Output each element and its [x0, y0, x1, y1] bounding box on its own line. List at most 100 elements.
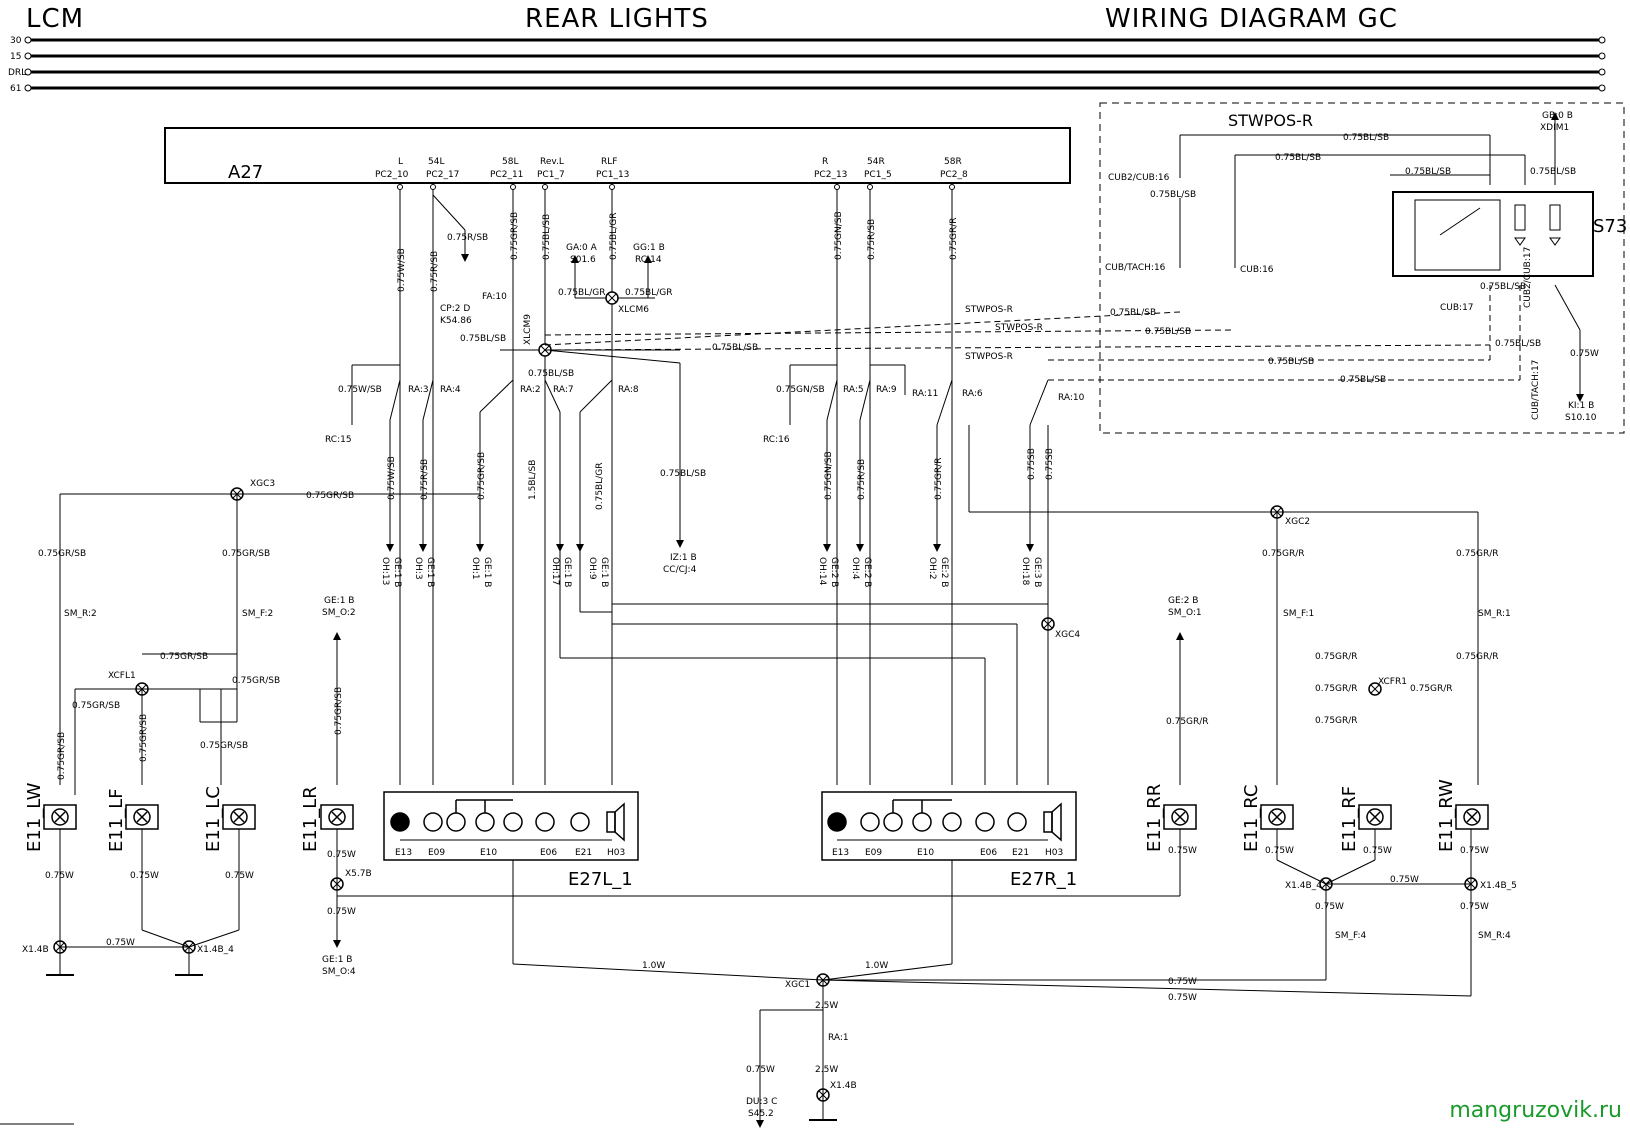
- ref-label: OH:17: [550, 557, 560, 585]
- pin-func: 54R: [867, 157, 885, 167]
- splice-xcfr1: [1368, 682, 1382, 696]
- connector-label: XGC3: [250, 479, 275, 489]
- ground-label: 0.75W: [1460, 846, 1489, 856]
- wire-label: 0.75BL/SB: [542, 214, 552, 260]
- ref-label: GE:1 B: [324, 596, 354, 606]
- ref-label: RA:10: [1058, 393, 1085, 403]
- ref-label: SM_R:1: [1478, 609, 1511, 619]
- wire-label: 0.75GR/SB: [306, 491, 354, 501]
- ref-label: GE:1 B: [562, 557, 572, 587]
- wire-label: 0.75R/SB: [447, 233, 488, 243]
- wire-label: 0.75BL/GR: [625, 288, 673, 298]
- ref-label: GE:1 B: [599, 557, 609, 587]
- ref-label: SM_R:4: [1478, 931, 1511, 941]
- ref-label: GE:2 B: [939, 557, 949, 587]
- connector-label: XGC1: [785, 980, 810, 990]
- ground-label: 0.75W: [106, 938, 135, 948]
- wire-label: 0.75GN/SB: [776, 385, 825, 395]
- cluster-part: E09: [428, 848, 445, 858]
- splice-xlcm6: [605, 291, 619, 305]
- pin-func: 54L: [428, 157, 444, 167]
- ref-label: RA:5: [843, 385, 864, 395]
- ref-label: SM_F:1: [1283, 609, 1314, 619]
- wire-label: 0.75W/SB: [387, 456, 397, 500]
- lamp-label: E11_LR: [300, 786, 321, 852]
- header-center: REAR LIGHTS: [525, 4, 709, 34]
- left-lamp-wiring: [74, 640, 338, 795]
- ref-label: IZ:1 B: [670, 553, 697, 563]
- module-name: A27: [228, 162, 263, 183]
- ref-label: RA:1: [828, 1033, 849, 1043]
- wire-label: 0.75R/SB: [867, 219, 877, 260]
- ground-label: 0.75W: [1168, 977, 1197, 987]
- ground-label: 0.75W: [1168, 846, 1197, 856]
- cluster-part: E21: [575, 848, 592, 858]
- ref-label: RA:8: [618, 385, 639, 395]
- connector-label: X5.7B: [345, 869, 372, 879]
- wire-label: 0.75R/SB: [430, 251, 440, 292]
- ground-label: 0.75W: [1390, 875, 1419, 885]
- connector-label: X1.4B_4: [1285, 881, 1322, 891]
- ref-label: S01.6: [570, 255, 596, 265]
- ref-label: SM_F:2: [242, 609, 273, 619]
- wire-label: 0.75R/SB: [857, 459, 867, 500]
- switch-s73: [1392, 191, 1594, 277]
- ref-label: CC/CJ:4: [663, 565, 697, 575]
- pin-func: RLF: [601, 157, 617, 167]
- ground-label: 0.75W: [225, 871, 254, 881]
- ref-label: RA:6: [962, 389, 983, 399]
- ref-label: RC:14: [635, 255, 662, 265]
- connector-label: XGC2: [1285, 517, 1310, 527]
- wire-label: 0.75BL/SB: [460, 334, 506, 344]
- module-a27: [164, 127, 1071, 184]
- ref-label: CUB2/CUB:16: [1108, 173, 1170, 183]
- ref-label: GE:1 B: [425, 557, 435, 587]
- wire-label: 0.75GR/SB: [57, 732, 67, 780]
- stwpos-box: [1099, 102, 1625, 434]
- lamp-e11-rc: [1260, 804, 1294, 830]
- wire-label: 0.75GR/SB: [160, 652, 208, 662]
- ref-label: GE:3 B: [1032, 557, 1042, 587]
- wire-label: 0.75BL/SB: [1480, 282, 1526, 292]
- ref-label: GE:1 B: [322, 955, 352, 965]
- wire-label: 0.75BL/SB: [1530, 167, 1576, 177]
- ground-label: 0.75W: [1168, 993, 1197, 1003]
- connector-label: XLCM6: [618, 305, 649, 315]
- wire-label: 0.75GR/R: [1315, 652, 1358, 662]
- power-rails: [30, 38, 1600, 90]
- wire-label: 0.75GR/SB: [72, 701, 120, 711]
- rail-label: 15: [10, 52, 21, 62]
- lamp-e11-rw: [1455, 804, 1489, 830]
- wire-label: 0.75BL/GR: [595, 463, 605, 511]
- ref-label: OH:4: [850, 557, 860, 580]
- ref-label: RA:11: [912, 389, 938, 399]
- ref-label: OH:14: [817, 557, 827, 586]
- header-right: WIRING DIAGRAM GC: [1105, 4, 1398, 34]
- pin-label: PC2_17: [426, 170, 459, 180]
- ref-label: CUB:16: [1240, 265, 1274, 275]
- cluster-name: E27L_1: [568, 869, 633, 890]
- cluster-part: E10: [917, 848, 934, 858]
- ref-label: GB:0 B: [1542, 111, 1573, 121]
- wire-label: 0.75GR/R: [1166, 717, 1209, 727]
- wire-label: 0.75GR/SB: [510, 212, 520, 260]
- pin-func: 58L: [502, 157, 518, 167]
- rail-label: 61: [10, 84, 21, 94]
- wire-label: 0.75BL/SB: [1275, 153, 1321, 163]
- switch-name: S73: [1593, 216, 1627, 237]
- lamp-e11-lw: [43, 804, 77, 830]
- connector-label: XCFL1: [108, 671, 136, 681]
- switch-internals: [1179, 120, 1581, 395]
- ref-label: OH:13: [380, 557, 390, 585]
- lamp-label: E11_RC: [1241, 785, 1262, 852]
- ref-label: GE:1 B: [392, 557, 402, 587]
- lamp-e11-lf: [125, 804, 159, 830]
- ref-label: GE:2 B: [829, 557, 839, 587]
- connector-label: X1.4B: [830, 1081, 857, 1091]
- wire-label: 0.75GR/SB: [477, 452, 487, 500]
- ref-label: GE:2 B: [1168, 596, 1198, 606]
- wire-label: 0.75BL/SB: [1343, 133, 1389, 143]
- wire-label: 0.75GR/R: [1456, 549, 1499, 559]
- ground-label: 0.75W: [327, 850, 356, 860]
- header-left: LCM: [26, 4, 85, 34]
